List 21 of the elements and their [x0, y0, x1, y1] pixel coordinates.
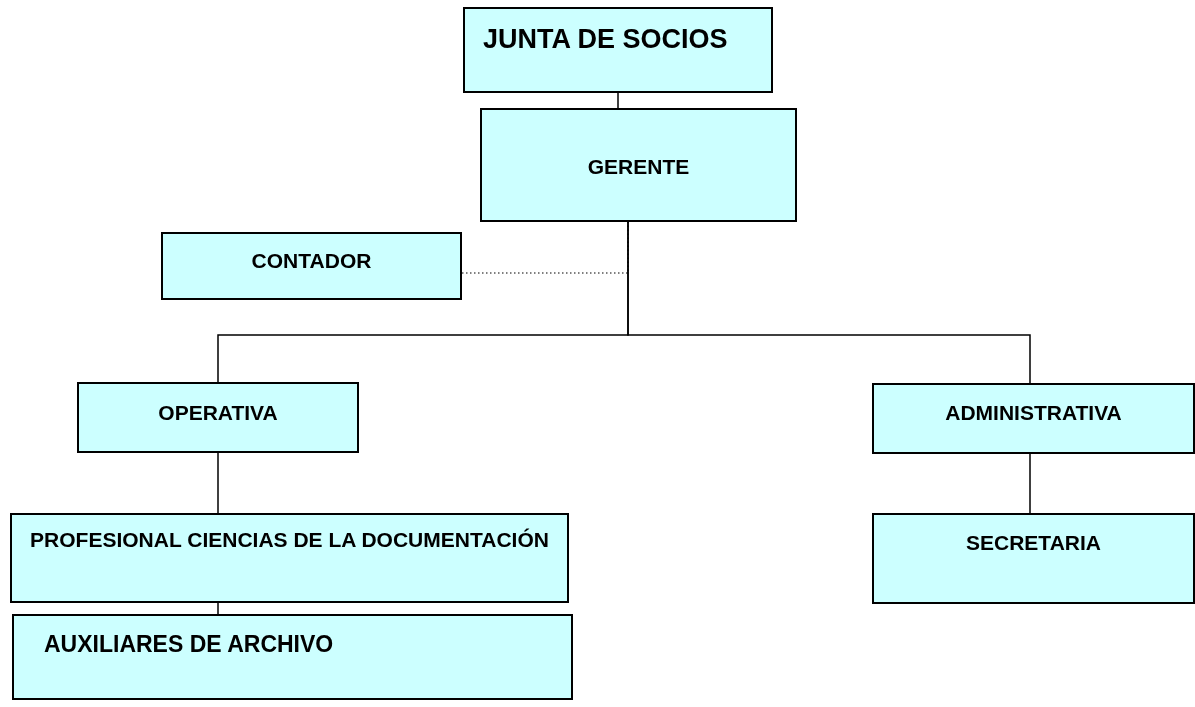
role-label: CONTADOR [250, 248, 373, 274]
connector-line [217, 602, 219, 615]
connector-line [1029, 453, 1031, 514]
org-box [10, 513, 569, 603]
connector-line [217, 452, 219, 514]
role-label: JUNTA DE SOCIOS [483, 23, 728, 56]
org-box [77, 382, 359, 453]
connector-line [627, 221, 1031, 384]
org-box [872, 383, 1195, 454]
org-box [12, 614, 573, 700]
org-box [463, 7, 773, 93]
connector-line [617, 92, 619, 109]
role-label: ADMINISTRATIVA [944, 400, 1123, 426]
role-label: AUXILIARES DE ARCHIVO [44, 630, 334, 659]
org-box [872, 513, 1195, 604]
role-label: SECRETARIA [965, 530, 1102, 556]
org-box [161, 232, 462, 300]
role-label: GERENTE [586, 154, 691, 180]
org-box [480, 108, 797, 222]
role-label: PROFESIONAL CIENCIAS DE LA DOCUMENTACIÓN [29, 527, 550, 553]
role-label: OPERATIVA [157, 400, 279, 426]
